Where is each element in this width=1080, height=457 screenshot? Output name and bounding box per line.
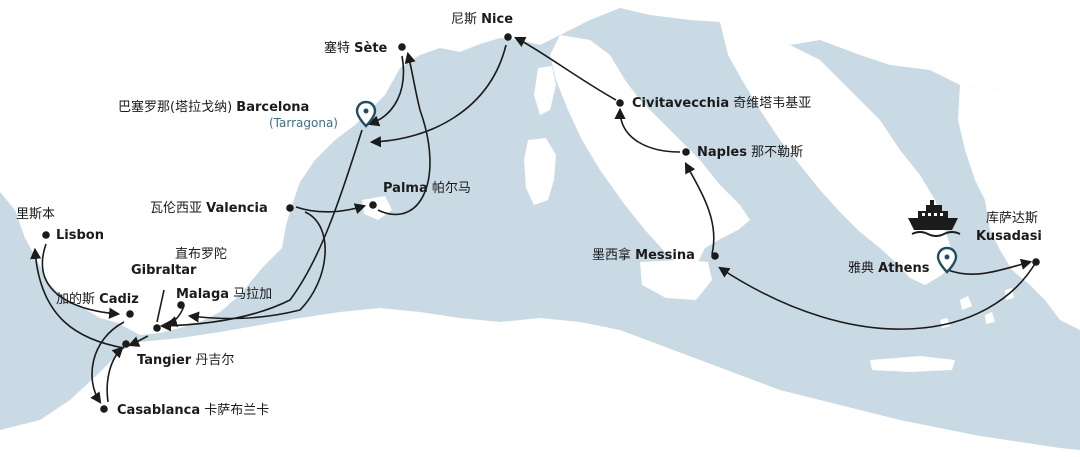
land-europe <box>0 0 1080 335</box>
port-label-civitavecchia: Civitavecchia 奇维塔韦基亚 <box>632 96 812 111</box>
port-label-kusadasi-zh: 库萨达斯 <box>986 211 1039 226</box>
port-label-sete: 塞特 Sète <box>324 41 388 56</box>
map-pin-icon <box>355 100 377 128</box>
land-sardinia <box>524 138 556 205</box>
port-dots <box>42 33 1040 413</box>
pins <box>355 100 958 274</box>
port-dot-casablanca <box>100 405 108 413</box>
route-valencia-palma <box>295 203 367 215</box>
port-label-athens: 雅典 Athens <box>848 261 930 276</box>
port-dot-gibraltar <box>153 324 161 332</box>
gibraltar-leader-line <box>156 289 165 323</box>
port-label-tangier: Tangier 丹吉尔 <box>137 353 235 368</box>
port-label-valencia: 瓦伦西亚 Valencia <box>150 201 268 216</box>
port-label-gibraltar-en: Gibraltar <box>131 263 197 278</box>
port-label-casablanca: Casablanca 卡萨布兰卡 <box>117 403 270 418</box>
route-casablanca-tangier <box>106 346 124 403</box>
port-dot-nice <box>504 33 512 41</box>
route-civitavecchia-nice <box>513 36 617 101</box>
land-mallorca <box>362 196 392 220</box>
route-nice-barcelona <box>369 44 507 148</box>
port-dot-kusadasi <box>1032 258 1040 266</box>
port-dot-messina <box>711 252 719 260</box>
land-balkans <box>720 22 955 285</box>
port-label-barcelona: 巴塞罗那(塔拉戈纳) Barcelona <box>118 100 310 115</box>
port-label-naples: Naples 那不勒斯 <box>697 145 804 160</box>
port-label-malaga: Malaga 马拉加 <box>176 287 273 302</box>
port-label-messina: 墨西拿 Messina <box>592 248 695 263</box>
port-note-barcelona: (Tarragona) <box>269 116 338 130</box>
route-naples-civitavecchia <box>614 107 681 153</box>
route-valencia-malaga <box>187 211 326 323</box>
route-palma-sete <box>377 51 431 216</box>
ship-icon <box>908 200 961 237</box>
route-kusadasi-messina <box>718 261 1037 330</box>
land-sicily <box>640 260 712 300</box>
route-athens-kusadasi <box>947 258 1033 275</box>
land-turkey <box>958 60 1080 330</box>
port-label-kusadasi-en: Kusadasi <box>976 229 1042 244</box>
route-barcelona-gibraltar <box>159 129 363 332</box>
route-tangier-lisbon <box>30 247 125 349</box>
port-dot-cadiz <box>126 310 134 318</box>
port-dot-naples <box>682 148 690 156</box>
port-dot-palma <box>369 201 377 209</box>
port-dot-sete <box>398 43 406 51</box>
land-north-africa <box>0 308 1080 457</box>
map-pin-icon <box>936 246 958 274</box>
port-dot-malaga <box>177 301 185 309</box>
port-dot-valencia <box>286 204 294 212</box>
port-label-lisbon-en: Lisbon <box>56 228 104 243</box>
port-dot-lisbon <box>42 231 50 239</box>
land-italy <box>550 35 750 268</box>
port-label-lisbon-zh: 里斯本 <box>16 207 56 222</box>
route-malaga-gibraltar <box>165 305 185 327</box>
port-label-palma: Palma 帕尔马 <box>383 181 471 196</box>
route-cadiz-casablanca <box>90 321 125 404</box>
land-crete <box>870 356 955 372</box>
port-label-gibraltar-zh: 直布罗陀 <box>175 247 228 262</box>
land-corsica <box>534 66 556 115</box>
port-dot-tangier <box>122 340 130 348</box>
cruise-routes <box>30 36 1037 404</box>
route-sete-barcelona <box>367 55 405 127</box>
route-gibraltar-tangier <box>127 335 149 347</box>
port-label-nice: 尼斯 Nice <box>451 12 514 27</box>
route-lisbon-cadiz <box>41 243 121 319</box>
land-aegean-islands <box>940 288 1014 328</box>
route-messina-naples <box>684 162 715 255</box>
port-label-cadiz: 加的斯 Cadiz <box>56 292 139 307</box>
port-dot-civitavecchia <box>616 99 624 107</box>
